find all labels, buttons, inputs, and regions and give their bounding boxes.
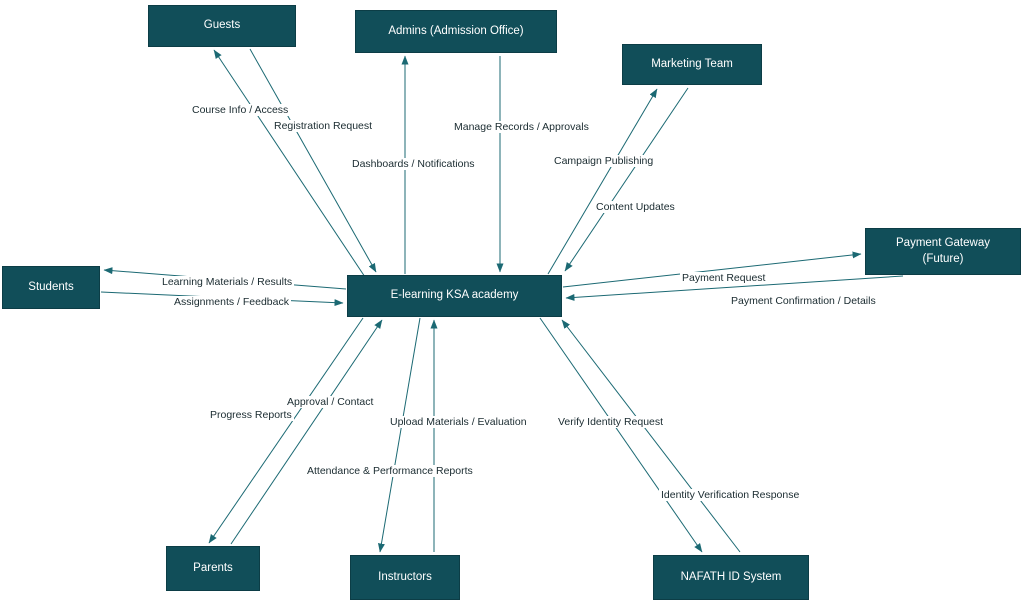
edge-course-info <box>213 49 366 278</box>
flow-label-course-info: Course Info / Access <box>190 104 291 116</box>
flow-label-learning-materials: Learning Materials / Results <box>160 276 295 288</box>
entity-instructors: Instructors <box>350 555 460 600</box>
entity-guests-label: Guests <box>203 19 241 32</box>
entity-payment-gateway-label: Payment Gateway (Future) <box>896 236 990 265</box>
flow-label-manage-records: Manage Records / Approvals <box>452 121 591 133</box>
flow-label-attendance-reports: Attendance & Performance Reports <box>305 465 475 477</box>
flow-label-content-updates: Content Updates <box>594 201 677 213</box>
edge-identity-response <box>561 319 741 553</box>
flow-label-upload-materials: Upload Materials / Evaluation <box>388 416 529 428</box>
flow-label-identity-response: Identity Verification Response <box>659 489 802 501</box>
entity-marketing-team-label: Marketing Team <box>651 57 733 70</box>
entity-payment-gateway: Payment Gateway (Future) <box>865 228 1021 275</box>
entity-marketing-team: Marketing Team <box>622 44 762 85</box>
entity-students-label: Students <box>28 280 74 293</box>
entity-nafath-id-system: NAFATH ID System <box>653 555 809 600</box>
edge-campaign-publishing <box>547 88 658 275</box>
entity-admins: Admins (Admission Office) <box>355 10 557 53</box>
flow-label-campaign-publishing: Campaign Publishing <box>552 155 656 167</box>
edge-registration-request <box>249 48 377 273</box>
flow-label-approval-contact: Approval / Contact <box>285 396 376 408</box>
flow-label-progress-reports: Progress Reports <box>208 409 294 421</box>
entity-admins-label: Admins (Admission Office) <box>388 24 524 37</box>
edge-content-updates <box>564 87 689 272</box>
entity-nafath-id-system-label: NAFATH ID System <box>680 570 782 583</box>
edge-payment-confirmation <box>565 275 904 301</box>
entity-parents: Parents <box>166 546 260 591</box>
flow-label-dashboards-notifications: Dashboards / Notifications <box>350 158 477 170</box>
process-elearning-ksa-academy: E-learning KSA academy <box>347 275 562 317</box>
entity-parents-label: Parents <box>193 561 233 574</box>
flow-label-payment-request: Payment Request <box>680 272 768 284</box>
edge-progress-reports <box>208 317 364 544</box>
edge-attendance-reports <box>377 317 421 553</box>
edge-payment-request <box>562 251 862 288</box>
edge-verify-identity <box>539 317 703 553</box>
process-elearning-ksa-academy-label: E-learning KSA academy <box>390 289 519 302</box>
entity-instructors-label: Instructors <box>378 570 432 583</box>
entity-guests: Guests <box>148 5 296 47</box>
entity-students: Students <box>2 266 100 309</box>
flow-label-registration-request: Registration Request <box>272 120 375 132</box>
edge-approval-contact <box>230 319 383 545</box>
flow-label-verify-identity: Verify Identity Request <box>556 416 666 428</box>
flow-label-assignments-feedback: Assignments / Feedback <box>172 296 291 308</box>
flow-label-payment-confirmation: Payment Confirmation / Details <box>729 295 878 307</box>
